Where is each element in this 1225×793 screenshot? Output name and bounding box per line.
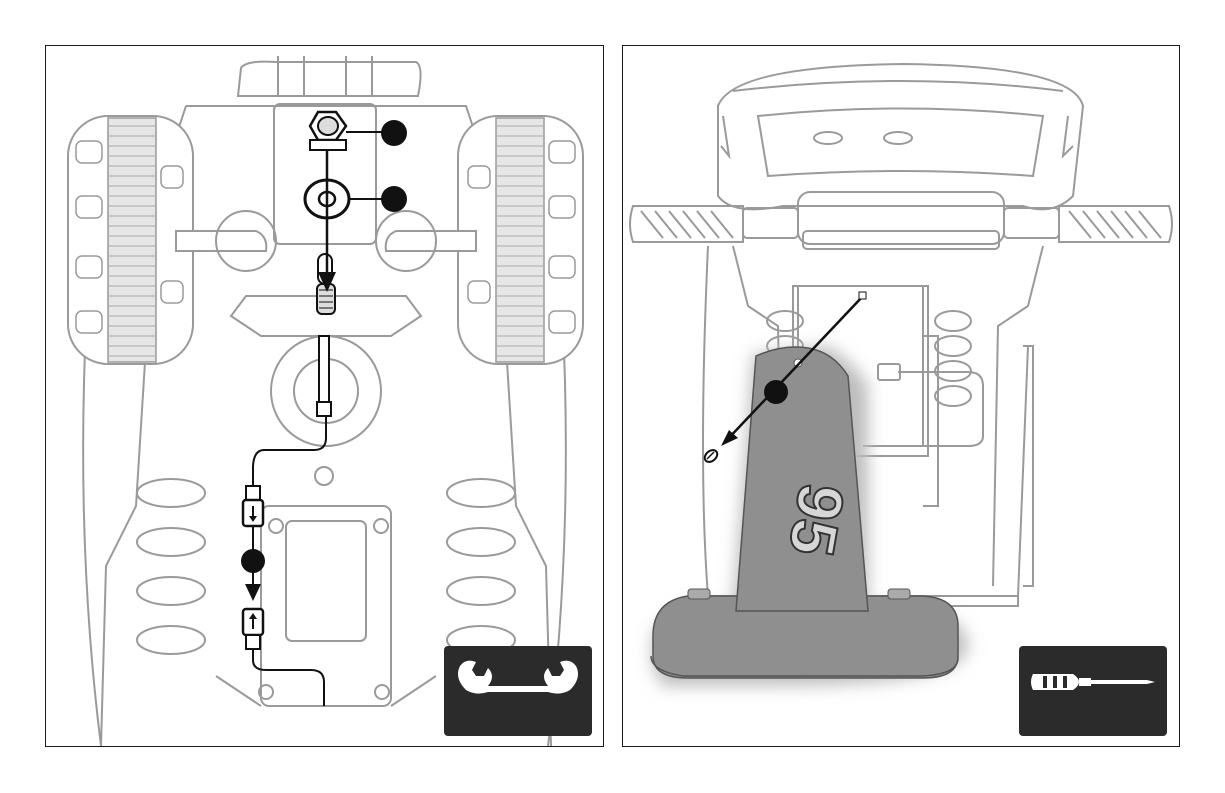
seat-diagram: 95 [623, 46, 1179, 746]
vehicle-outline-front [630, 64, 1172, 606]
right-panel: 95 [622, 45, 1180, 747]
wire-harness [241, 416, 326, 706]
underside-diagram [46, 46, 603, 746]
seat-back [736, 347, 868, 611]
callout-dot-1 [381, 120, 407, 146]
callout-dot-2 [381, 186, 407, 212]
tool-badge-wrench [444, 646, 592, 736]
left-wheel [68, 116, 193, 364]
hex-nut [310, 112, 346, 150]
tool-badge-screwdriver [1019, 646, 1167, 736]
callout-dot-3 [241, 549, 265, 573]
wrench-icon [444, 646, 592, 736]
left-panel [45, 45, 604, 747]
callout-dot-seat [764, 380, 788, 404]
seat-number: 95 [775, 479, 858, 562]
screwdriver-icon [1019, 646, 1167, 736]
screw-icon [702, 448, 719, 465]
